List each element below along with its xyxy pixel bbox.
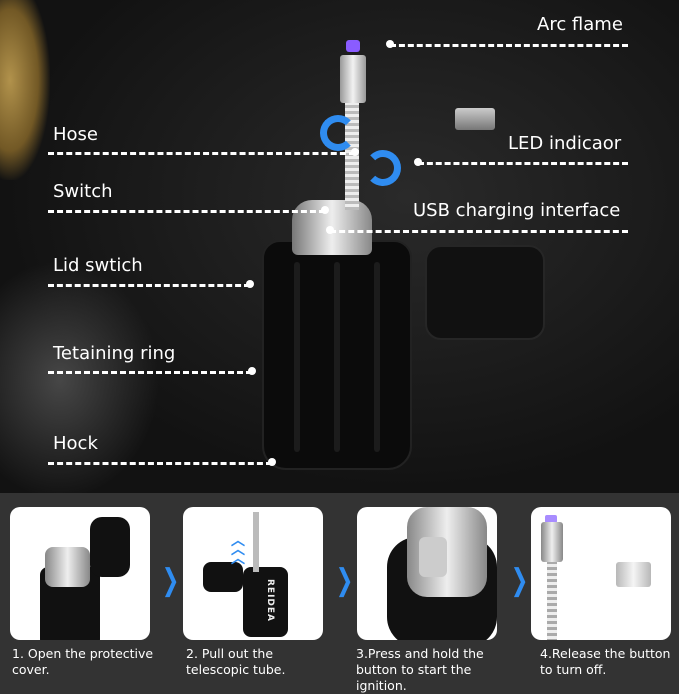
callout-retaining-ring: Tetaining ring bbox=[53, 343, 176, 364]
rotate-arrow-icon bbox=[365, 150, 401, 186]
step-4-image bbox=[531, 507, 671, 640]
chevron-right-icon: ❯ bbox=[161, 563, 180, 598]
gold-splash bbox=[0, 0, 50, 180]
callout-line bbox=[48, 152, 355, 155]
callout-line bbox=[418, 162, 628, 165]
callout-line bbox=[48, 371, 252, 374]
lighter-body bbox=[262, 240, 412, 470]
arc-tip bbox=[340, 55, 366, 103]
callout-hose: Hose bbox=[53, 124, 98, 145]
callout-line bbox=[48, 210, 325, 213]
rotate-arrow-icon bbox=[320, 115, 356, 151]
callout-line bbox=[330, 230, 628, 233]
step-4-caption: 4.Release the button to turn off. bbox=[540, 646, 671, 677]
chevron-right-icon: ❯ bbox=[335, 563, 354, 598]
step-1-caption: 1. Open the protective cover. bbox=[12, 646, 154, 677]
chevron-right-icon: ❯ bbox=[510, 563, 529, 598]
callout-usb-interface: USB charging interface bbox=[413, 200, 621, 221]
usb-connector bbox=[455, 108, 495, 130]
brand-logo-text: REIDEA bbox=[265, 579, 275, 623]
step-1-image bbox=[10, 507, 150, 640]
arc-flame-glow bbox=[346, 40, 360, 52]
step-2-caption: 2. Pull out the telescopic tube. bbox=[186, 646, 286, 677]
step-2-image: ︿︿︿ REIDEA bbox=[183, 507, 323, 640]
callout-line bbox=[48, 462, 272, 465]
step-3-image bbox=[357, 507, 497, 640]
callout-switch: Switch bbox=[53, 181, 113, 202]
product-hero: Arc flame Hose LED indicaor Switch USB c… bbox=[0, 0, 679, 493]
callout-led-indicator: LED indicaor bbox=[508, 133, 622, 154]
lighter-lid bbox=[425, 245, 545, 340]
callout-hook: Hock bbox=[53, 433, 98, 454]
smoke-texture bbox=[0, 260, 160, 493]
callout-lid-switch: Lid swtich bbox=[53, 255, 143, 276]
callout-arc-flame: Arc flame bbox=[537, 14, 623, 35]
step-3-caption: 3.Press and hold the button to start the… bbox=[356, 646, 484, 693]
callout-line bbox=[390, 44, 628, 47]
callout-line bbox=[48, 284, 250, 287]
